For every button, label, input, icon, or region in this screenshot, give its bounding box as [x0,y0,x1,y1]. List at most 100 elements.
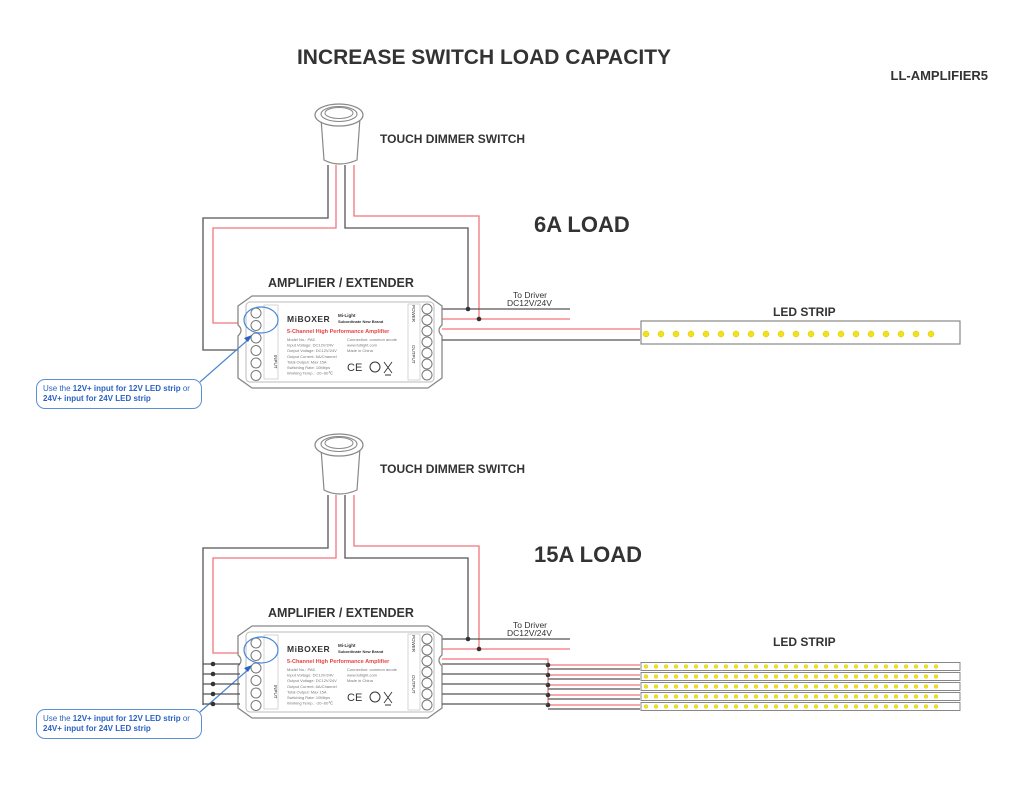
spec-line: www.futlight.com [347,343,378,348]
led-dot [853,694,859,699]
led-dot [873,684,879,689]
input-terminal [250,332,262,344]
spec-line: Connection: common anode [347,667,398,672]
output-terminal [421,336,433,348]
input-terminal [250,345,262,356]
led-dot [723,664,729,669]
led-dot [673,664,679,669]
led-dot [823,664,829,669]
led-dot [663,704,669,709]
spec-line: Made in China [347,678,374,683]
led-strip-label: LED STRIP [773,635,836,649]
led-dot [863,694,869,699]
callout-pointer [199,337,251,383]
led-dot [813,684,819,689]
led-dot [883,694,889,699]
led-dot [793,674,799,679]
output-terminal [421,699,433,711]
led-dot [642,330,650,338]
switch-ring [320,105,358,123]
spec-line: Model No.: PA5 [287,337,315,342]
led-dot [863,664,869,669]
led-dot [863,704,869,709]
led-dot [883,684,889,689]
led-dot [863,674,869,679]
switch-wire-neutral-in [202,165,329,351]
led-dot [807,330,815,338]
led-dot [773,674,779,679]
led-dot [713,694,719,699]
led-dot [853,664,859,669]
led-dot [843,694,849,699]
certification-icon [369,361,381,373]
led-dot [773,704,779,709]
spec-line: Switching Rate: 10Mbps [287,695,330,700]
led-dot [683,684,689,689]
led-dot [823,694,829,699]
led-dot [693,674,699,679]
switch-bezel [314,103,364,127]
led-dot [713,704,719,709]
amplifier-label: AMPLIFIER / EXTENDER [268,606,414,620]
input-label: INPUT [273,685,278,699]
led-dot [853,684,859,689]
led-dot [803,664,809,669]
ce-mark: CE [347,362,362,374]
callout-pointer [199,667,251,713]
input-terminal [250,357,262,369]
callout-text: 12V+ input for 12V LED strip [72,384,181,393]
led-dot [783,704,789,709]
spec-line: Connection: common anode [347,337,398,342]
led-dot [753,684,759,689]
led-dot [693,664,699,669]
led-dot [913,664,919,669]
output-terminal [421,358,433,370]
spec-line: Output Voltage: DC12V/24V [287,348,337,353]
input-label-box [263,634,279,710]
input-terminal [250,307,262,319]
led-dot [873,664,879,669]
led-dot [933,674,939,679]
arrow-head-icon [244,665,252,672]
led-dot [643,684,649,689]
led-dot [833,674,839,679]
switch-wire-neutral-in [202,495,329,705]
led-dot [933,704,939,709]
led-dot [743,704,749,709]
led-dot [653,664,659,669]
led-dot [773,664,779,669]
led-dot [923,704,929,709]
output-terminal [421,369,433,381]
led-dot [763,664,769,669]
output-terminal [421,644,433,656]
sub-brand-tagline: Subordinate New Brand [338,649,384,654]
led-dot [873,694,879,699]
led-dot [703,664,709,669]
junction-dot [465,636,471,642]
led-dot [903,704,909,709]
switch-wire-live-in [212,165,337,324]
certification-icon [369,691,381,703]
spec-line: Working Temp.: -20~60℃ [287,371,333,376]
led-dot [743,664,749,669]
led-dot [893,674,899,679]
junction-dot [210,661,216,667]
input-terminal [250,650,262,661]
led-dot [743,694,749,699]
led-dot [923,684,929,689]
callout-text: Use the [43,384,73,393]
led-dot [753,694,759,699]
spec-line: Working Temp.: -20~60℃ [287,701,333,706]
amplifier-case [237,625,443,719]
junction-dot [476,646,482,652]
spec-line: Model No.: PA5 [287,667,315,672]
brand-logo: MiBOXER [287,644,330,654]
driver-label: To Driver [513,290,547,300]
sub-brand-tagline: Subordinate New Brand [338,319,384,324]
output-terminal [421,655,433,667]
led-dot [833,684,839,689]
led-dot [783,674,789,679]
led-dot [713,664,719,669]
spec-line: Output Current: 6A/Channel [287,354,337,359]
